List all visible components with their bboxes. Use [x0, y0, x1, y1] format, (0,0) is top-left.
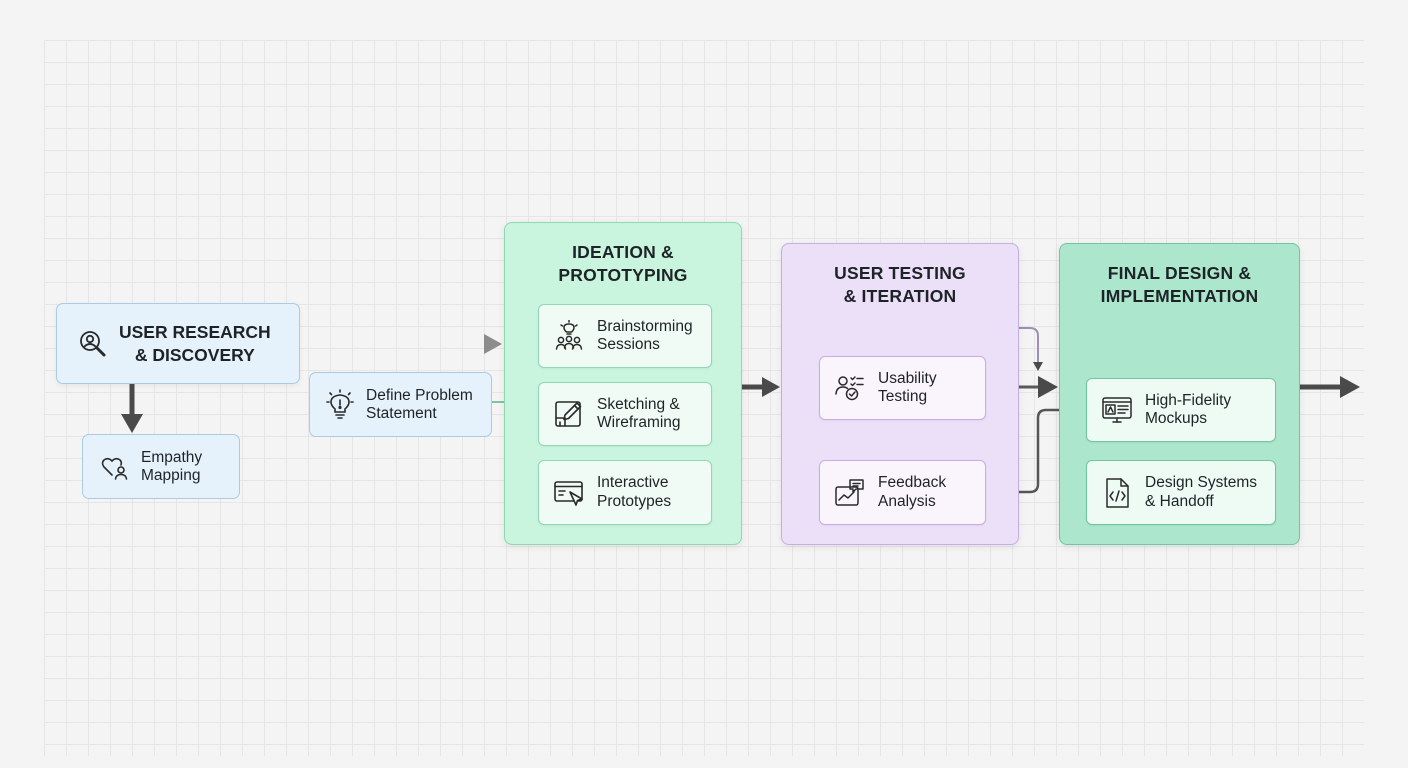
final-phase-title: FINAL DESIGN & IMPLEMENTATION — [1100, 263, 1259, 306]
user-research-node[interactable]: USER RESEARCH & DISCOVERY — [56, 303, 300, 384]
feedback-chart-icon — [832, 475, 868, 511]
brainstorming-label: Brainstorming Sessions — [597, 317, 693, 354]
usability-check-icon — [832, 370, 868, 406]
sketching-label: Sketching & Wireframing — [597, 395, 681, 432]
mockup-monitor-icon — [1099, 392, 1135, 428]
user-research-title: USER RESEARCH & DISCOVERY — [119, 321, 271, 365]
code-file-icon — [1099, 475, 1135, 511]
define-problem-label: Define Problem Statement — [366, 386, 473, 422]
testing-phase-title: USER TESTING & ITERATION — [834, 263, 966, 306]
high-fidelity-card[interactable]: High-Fidelity Mockups — [1086, 378, 1276, 442]
usability-testing-label: Usability Testing — [878, 369, 937, 406]
sketching-card[interactable]: Sketching & Wireframing — [538, 382, 712, 446]
brainstorm-group-icon — [551, 318, 587, 354]
design-systems-label: Design Systems & Handoff — [1145, 474, 1257, 510]
feedback-analysis-label: Feedback Analysis — [878, 474, 947, 510]
prototype-screen-icon — [551, 475, 587, 511]
arrow-ideation-to-testing — [742, 377, 780, 397]
design-systems-card[interactable]: Design Systems & Handoff — [1086, 460, 1276, 525]
lightbulb-icon — [322, 387, 358, 423]
interactive-prototypes-label: Interactive Prototypes — [597, 474, 672, 510]
brainstorming-card[interactable]: Brainstorming Sessions — [538, 304, 712, 368]
define-problem-node[interactable]: Define Problem Statement — [309, 372, 492, 437]
usability-testing-card[interactable]: Usability Testing — [819, 356, 986, 420]
arrow-final-out — [1300, 376, 1360, 398]
arrow-research-to-empathy — [121, 384, 143, 433]
arrow-research-to-ideation — [300, 334, 502, 354]
empathy-mapping-node[interactable]: Empathy Mapping — [82, 434, 240, 499]
empathy-mapping-label: Empathy Mapping — [141, 448, 203, 484]
ideation-phase-title: IDEATION & PROTOTYPING — [558, 242, 688, 285]
heart-user-icon — [97, 449, 133, 485]
user-search-icon — [75, 326, 111, 362]
sketch-pencil-icon — [551, 396, 587, 432]
interactive-prototypes-card[interactable]: Interactive Prototypes — [538, 460, 712, 525]
feedback-analysis-card[interactable]: Feedback Analysis — [819, 460, 986, 525]
high-fidelity-label: High-Fidelity Mockups — [1145, 391, 1232, 428]
